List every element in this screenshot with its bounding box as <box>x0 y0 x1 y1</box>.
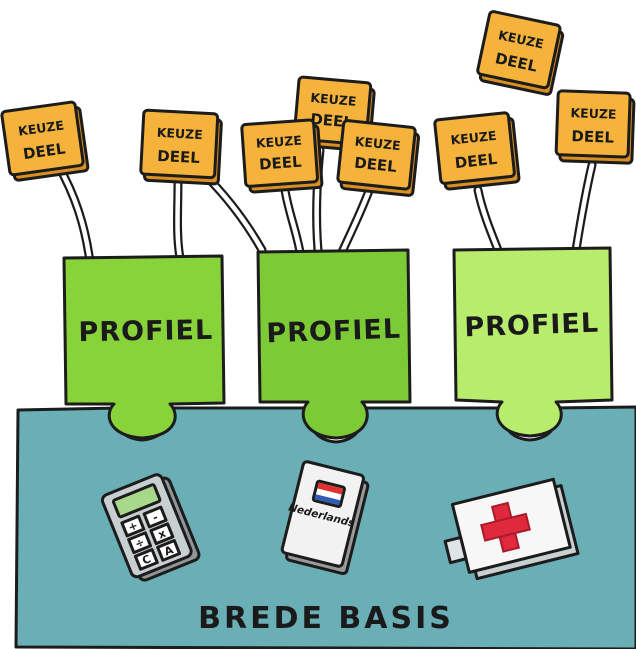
key-minus: - <box>151 511 160 525</box>
keuzedeel-sign-icon <box>240 118 324 194</box>
keuzedeel-2-line1: KEUZE <box>156 125 203 142</box>
keuzedeel-4-line1: KEUZE <box>255 133 302 151</box>
key-plus: + <box>126 519 139 535</box>
keuzedeel-5-line1: KEUZE <box>354 134 401 154</box>
keuzedeel-sign-icon <box>476 10 565 96</box>
profiel-2: PROFIEL <box>256 248 412 440</box>
keuzedeel-7: KEUZE DEEL <box>476 10 565 96</box>
book-icon: Nederlands <box>280 460 370 576</box>
keuzedeel-6-line1: KEUZE <box>450 128 497 148</box>
keuzedeel-3-line1: KEUZE <box>310 90 357 109</box>
profiel-1-label: PROFIEL <box>78 315 213 348</box>
profiel-2-label: PROFIEL <box>266 314 402 350</box>
keuzedeel-6-line2: DEEL <box>454 150 499 172</box>
keuzedeel-1-line2: DEEL <box>22 139 67 163</box>
keuzedeel-sign-icon <box>433 111 521 191</box>
calculator-icon: + - ÷ x C A <box>100 473 201 582</box>
profiel-3: PROFIEL <box>452 246 614 438</box>
keuzedeel-8-line2: DEEL <box>571 127 615 146</box>
keuzedeel-4-line2: DEEL <box>259 153 303 174</box>
key-divide: ÷ <box>133 535 146 551</box>
keuzedeel-5: KEUZE DEEL <box>336 119 421 197</box>
profiel-3-label: PROFIEL <box>464 308 600 344</box>
keuzedeel-5-line2: DEEL <box>353 154 398 176</box>
keuzedeel-8: KEUZE DEEL <box>554 89 636 165</box>
keuzedeel-8-line1: KEUZE <box>570 105 616 122</box>
keuzedeel-sign-icon <box>0 100 90 182</box>
first-aid-kit-icon <box>443 477 580 581</box>
brede-basis-label: BREDE BASIS <box>198 601 454 636</box>
keuzedeel-2-line2: DEEL <box>157 147 201 167</box>
keuzedeel-sign-icon <box>336 119 421 197</box>
profiel-1: PROFIEL <box>62 254 226 440</box>
calculator-keys: + - ÷ x C A <box>120 505 182 571</box>
keuzedeel-1: KEUZE DEEL <box>0 100 90 182</box>
keuzedeel-sign-icon <box>139 108 223 186</box>
keuzedeel-sign-icon <box>554 89 636 165</box>
keuzedeel-2: KEUZE DEEL <box>139 108 223 186</box>
key-multiply: x <box>156 527 167 542</box>
keuzedeel-4: KEUZE DEEL <box>240 118 324 194</box>
keuzedeel-6: KEUZE DEEL <box>433 111 521 191</box>
calculator-display <box>112 483 162 519</box>
dutch-flag-icon <box>311 479 346 509</box>
keuzedeel-1-line1: KEUZE <box>17 117 65 138</box>
